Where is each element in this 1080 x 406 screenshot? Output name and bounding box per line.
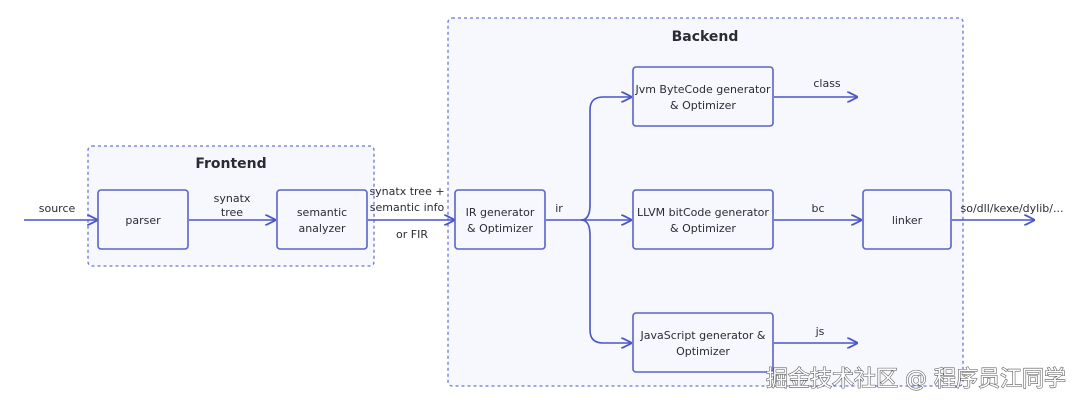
watermark: 掘金技术社区 @ 程序员江同学 [766,367,1066,392]
ir-generator-label: IR generator& Optimizer [466,206,535,235]
linker-output-label: so/dll/kexe/dylib/... [961,202,1064,215]
frontend-title: Frontend [195,156,266,172]
edge-ir-to-jvm [580,97,631,221]
frontend-output-label: synatx tree +semantic info [369,185,444,214]
js-output-label: js [815,325,825,338]
semantic-analyzer-box [276,189,368,250]
linker-box [862,189,952,250]
jvm-generator-box [632,66,774,127]
linker-label: linker [892,214,923,227]
parser-label: parser [125,214,161,227]
backend-title: Backend [672,29,739,45]
source-label: source [39,202,76,215]
bc-label: bc [811,202,824,215]
js-generator-box [632,312,774,373]
edge-ir-to-js [580,219,631,343]
or-fir-label: or FIR [396,228,428,241]
llvm-generator-box [632,189,774,250]
llvm-generator-label: LLVM bitCode generator& Optimizer [637,206,769,235]
class-label: class [813,77,841,90]
parser-box [97,189,189,250]
ir-generator-box [454,189,546,250]
js-generator-label: JavaScript generator &Optimizer [639,329,765,358]
ir-edge-label: ir [555,202,563,215]
jvm-generator-label: Jvm ByteCode generator& Optimizer [634,83,771,112]
